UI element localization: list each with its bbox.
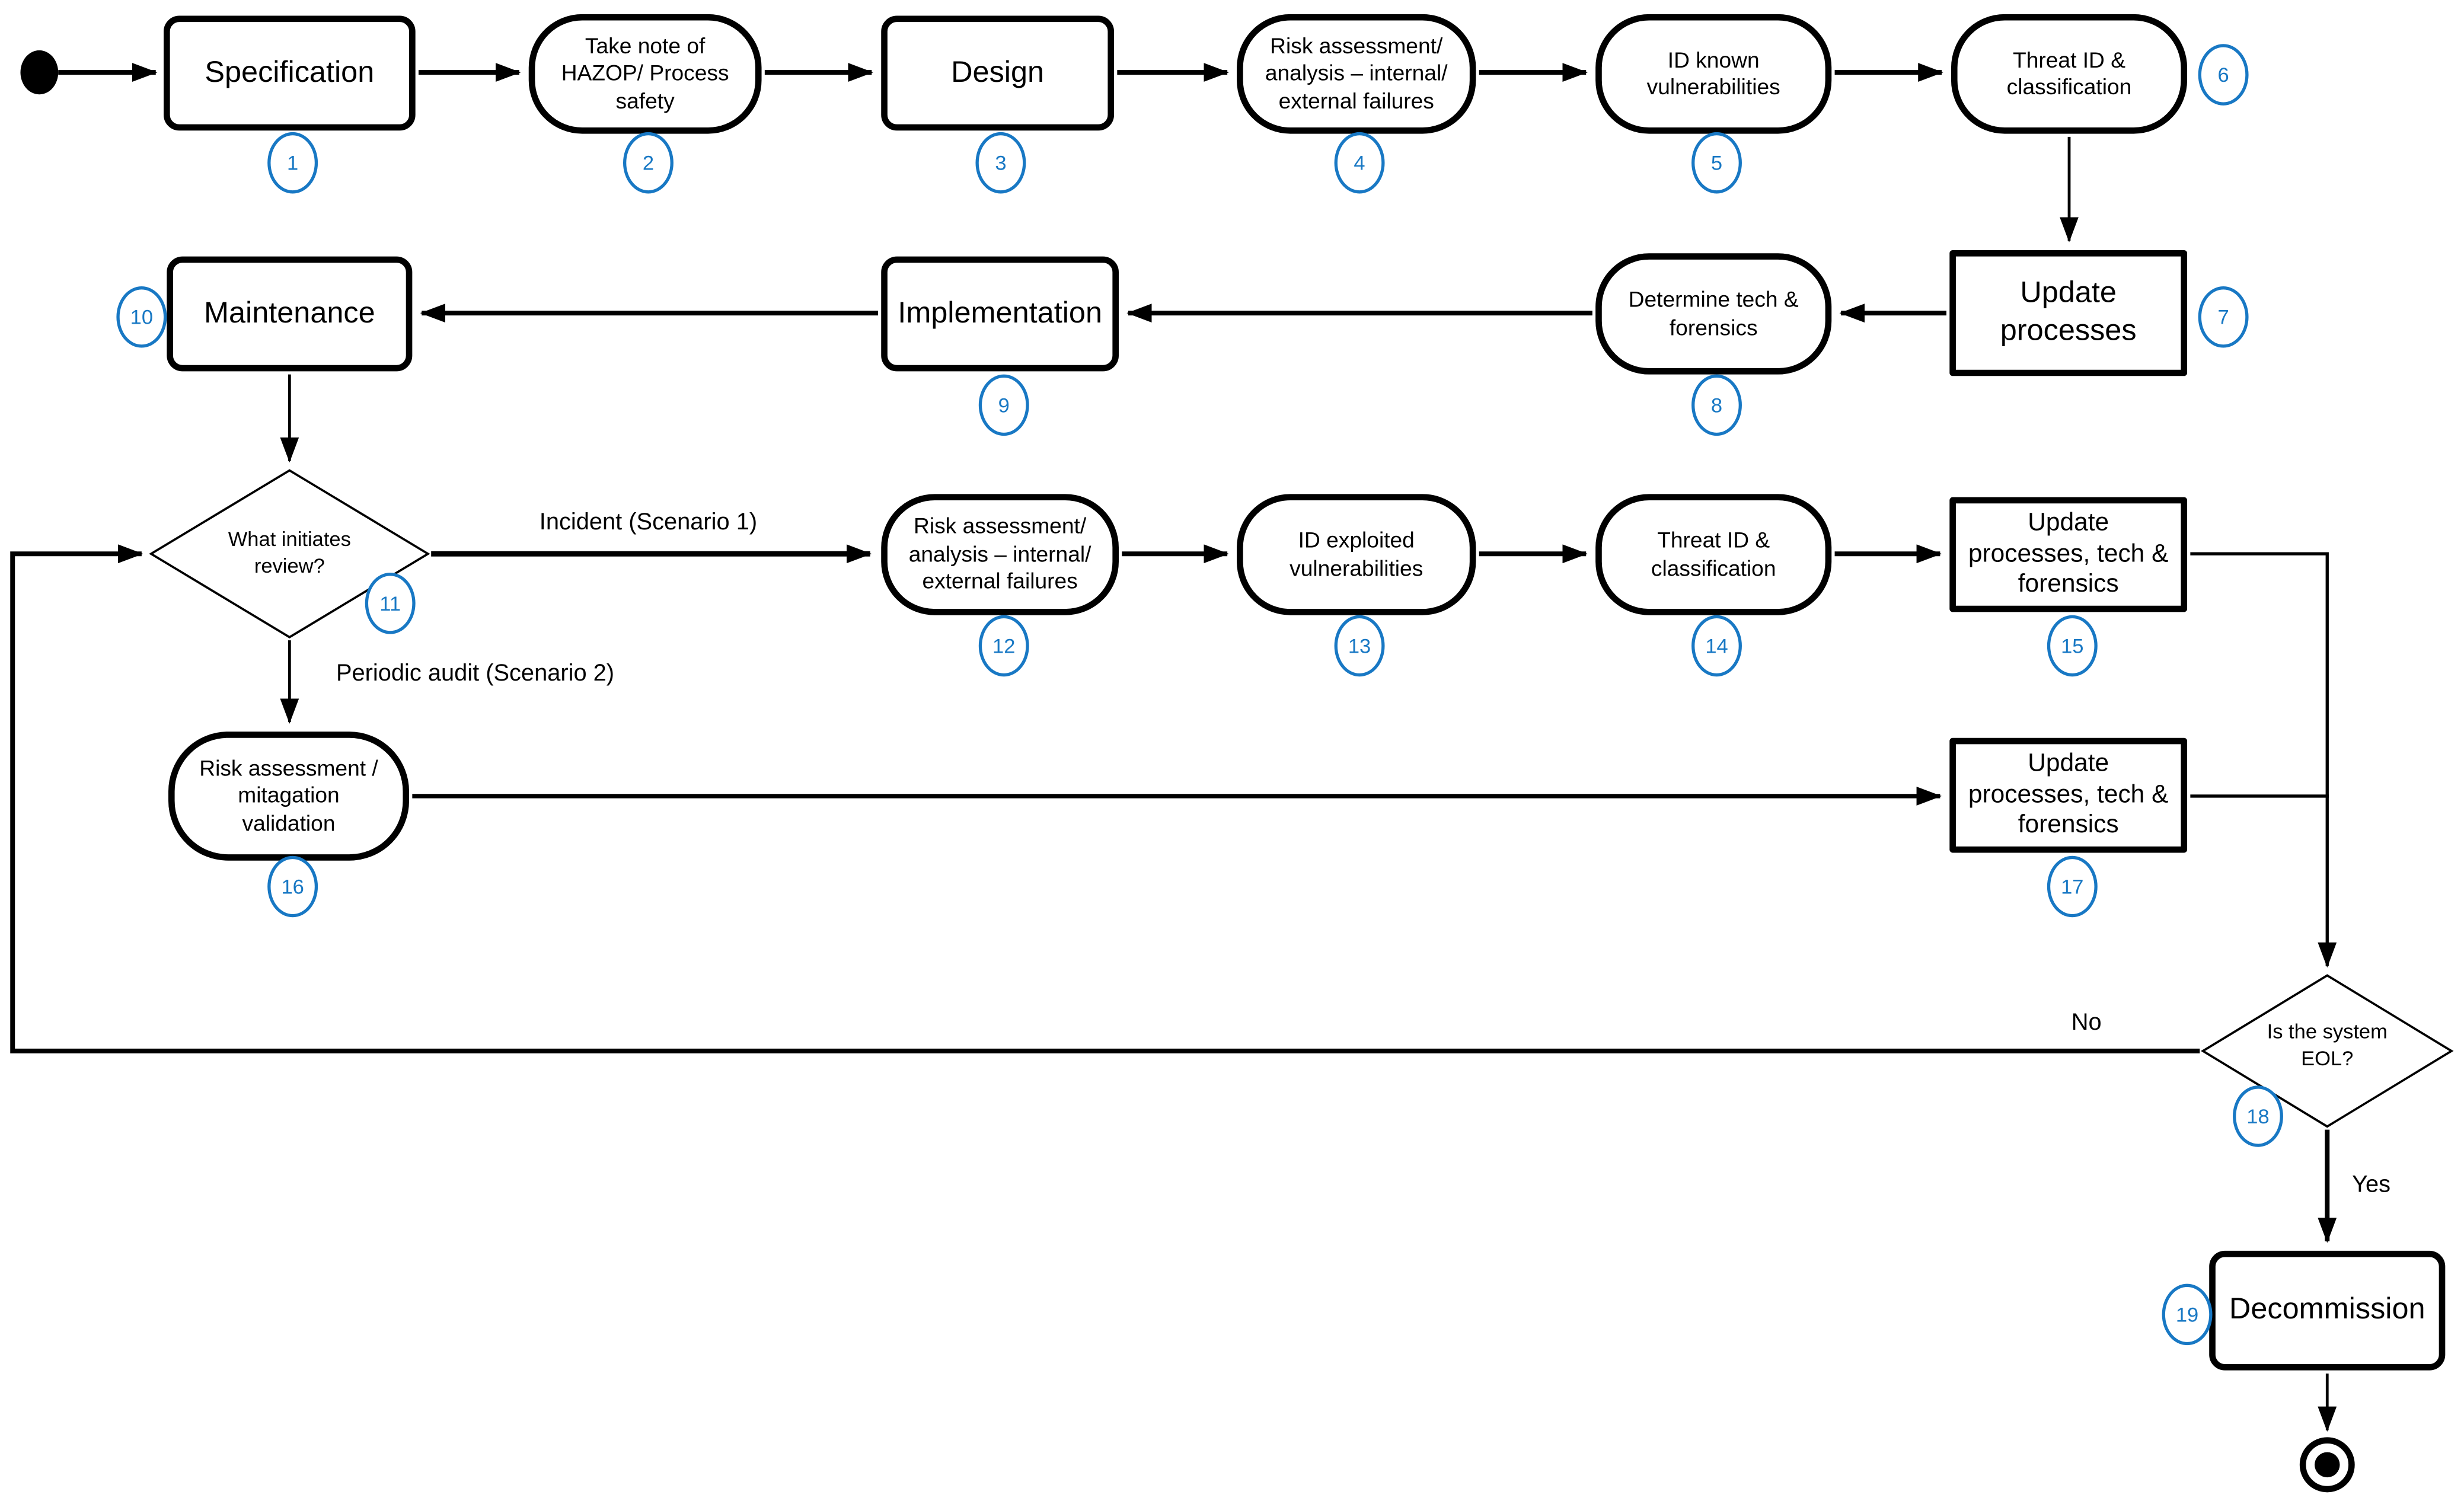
node-label: ID known vulnerabilities xyxy=(1646,46,1780,100)
badge-8: 8 xyxy=(1691,374,1742,436)
node-11-what-initiates-review: What initiates review? xyxy=(180,507,400,601)
badge-9: 9 xyxy=(978,374,1029,436)
badge-14: 14 xyxy=(1691,615,1742,677)
node-13-id-exploited-vulnerabilities: ID exploited vulnerabilities xyxy=(1237,494,1476,615)
node-2-take-note-hazop: Take note of HAZOP/ Process safety xyxy=(528,14,762,134)
diamond-11-shape xyxy=(149,469,430,639)
node-label: Risk assessment / mitagation validation xyxy=(199,755,378,835)
badge-18: 18 xyxy=(2233,1085,2283,1147)
node-label: Design xyxy=(951,56,1045,90)
badge-10: 10 xyxy=(116,286,167,348)
badge-3: 3 xyxy=(975,132,1026,194)
node-label: ID exploited vulnerabilities xyxy=(1290,527,1423,580)
node-19-decommission: Decommission xyxy=(2209,1250,2446,1371)
node-label: Take note of HAZOP/ Process safety xyxy=(561,33,729,113)
edge-15-to-18 xyxy=(2190,552,2337,968)
badge-5: 5 xyxy=(1691,132,1742,194)
badge-4: 4 xyxy=(1334,132,1385,194)
node-9-implementation: Implementation xyxy=(881,256,1119,372)
badge-15: 15 xyxy=(2047,615,2098,677)
node-label: Risk assessment/ analysis – internal/ ex… xyxy=(908,513,1091,594)
node-label: Threat ID & classification xyxy=(1651,527,1776,580)
label-yes: Yes xyxy=(2352,1171,2391,1199)
node-10-maintenance: Maintenance xyxy=(167,256,413,372)
node-17-update-processes-tech-forensics: Update processes, tech & forensics xyxy=(1949,737,2188,853)
badge-7: 7 xyxy=(2198,286,2249,348)
node-label: What initiates review? xyxy=(228,527,351,578)
end-state-icon xyxy=(2299,1437,2355,1493)
node-label: Implementation xyxy=(898,296,1103,330)
node-3-design: Design xyxy=(881,15,1115,131)
badge-2: 2 xyxy=(623,132,674,194)
node-label: Decommission xyxy=(2229,1293,2425,1327)
badge-1: 1 xyxy=(267,132,318,194)
edge-18-to-11-no-loop xyxy=(10,544,2200,1053)
badge-12: 12 xyxy=(978,615,1029,677)
node-15-update-processes-tech-forensics: Update processes, tech & forensics xyxy=(1949,497,2188,612)
node-6-threat-id-classification: Threat ID & classification xyxy=(1951,14,2188,134)
node-14-threat-id-classification: Threat ID & classification xyxy=(1595,494,1832,615)
badge-6: 6 xyxy=(2198,44,2249,106)
node-18-is-system-eol: Is the system EOL? xyxy=(2225,1007,2430,1086)
badge-16: 16 xyxy=(267,855,318,918)
node-label: Is the system EOL? xyxy=(2267,1020,2388,1070)
label-periodic-audit-scenario-2: Periodic audit (Scenario 2) xyxy=(336,660,615,687)
label-no: No xyxy=(2071,1009,2102,1036)
node-1-specification: Specification xyxy=(164,15,416,131)
badge-19: 19 xyxy=(2162,1283,2213,1346)
start-state-icon xyxy=(20,50,59,95)
node-label: Update processes, tech & forensics xyxy=(1968,750,2169,839)
node-8-determine-tech-forensics: Determine tech & forensics xyxy=(1595,253,1832,375)
node-4-risk-assessment-failures: Risk assessment/ analysis – internal/ ex… xyxy=(1237,14,1476,134)
node-label: Update processes xyxy=(2000,277,2137,348)
node-label: Update processes, tech & forensics xyxy=(1968,510,2169,599)
badge-17: 17 xyxy=(2047,855,2098,918)
node-label: Determine tech & forensics xyxy=(1628,286,1799,339)
label-incident-scenario-1: Incident (Scenario 1) xyxy=(539,509,758,536)
node-12-risk-assessment-failures: Risk assessment/ analysis – internal/ ex… xyxy=(881,494,1119,615)
node-7-update-processes: Update processes xyxy=(1949,250,2188,376)
node-label: Specification xyxy=(205,56,375,90)
badge-11: 11 xyxy=(365,573,416,634)
badge-13: 13 xyxy=(1334,615,1385,677)
node-label: Threat ID & classification xyxy=(2006,46,2132,100)
node-label: Risk assessment/ analysis – internal/ ex… xyxy=(1265,33,1448,113)
node-16-risk-assessment-mitigation-validation: Risk assessment / mitagation validation xyxy=(168,732,410,861)
node-5-id-known-vulnerabilities: ID known vulnerabilities xyxy=(1595,14,1832,134)
node-label: Maintenance xyxy=(203,296,375,330)
